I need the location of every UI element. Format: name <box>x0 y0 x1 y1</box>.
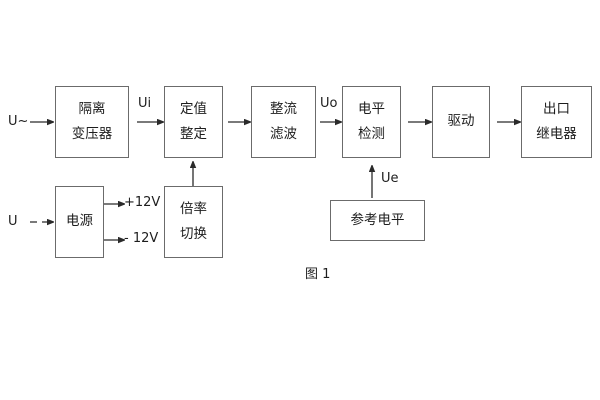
block-isolation-transformer: 隔离 变压器 <box>55 86 129 158</box>
label-rail-positive: +12V <box>124 195 161 210</box>
block-line: 滤波 <box>270 125 297 142</box>
block-line: 电源 <box>66 213 93 230</box>
block-line: 倍率 <box>180 201 207 217</box>
block-line: 隔离 <box>78 101 106 117</box>
block-rectify-filter: 整流 滤波 <box>251 86 316 158</box>
label-input-dc: U <box>8 214 18 229</box>
block-line: 定值 <box>180 101 207 117</box>
block-line: 出口 <box>543 101 570 117</box>
block-line: 检测 <box>358 125 385 142</box>
block-line: 驱动 <box>447 113 475 130</box>
block-level-detection: 电平 检测 <box>342 86 401 158</box>
label-uo: Uo <box>320 96 338 111</box>
label-input-ac: U~ <box>8 114 29 129</box>
block-line: 变压器 <box>71 125 113 142</box>
label-rail-negative: - 12V <box>124 231 159 246</box>
block-line: 整流 <box>270 101 297 117</box>
block-drive: 驱动 <box>432 86 490 158</box>
label-ui: Ui <box>138 96 152 111</box>
block-line: 继电器 <box>536 125 577 142</box>
block-line: 参考电平 <box>350 211 405 228</box>
block-output-relay: 出口 继电器 <box>521 86 592 158</box>
figure-caption: 图 1 <box>305 267 331 282</box>
block-ratio-switching: 倍率 切换 <box>164 186 223 258</box>
block-power-supply: 电源 <box>55 186 104 258</box>
block-line: 切换 <box>180 225 207 242</box>
block-line: 整定 <box>180 125 207 142</box>
block-reference-level: 参考电平 <box>330 200 425 241</box>
block-line: 电平 <box>358 101 385 117</box>
label-ue: Ue <box>381 171 399 186</box>
block-setpoint-setting: 定值 整定 <box>164 86 223 158</box>
